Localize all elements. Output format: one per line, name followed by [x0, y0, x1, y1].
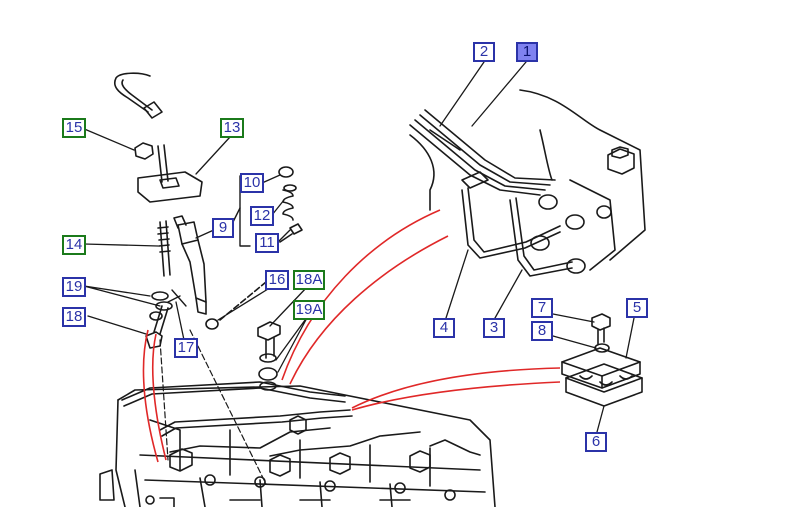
leak-off-pipe: [113, 72, 163, 119]
callout-9[interactable]: 9: [212, 218, 234, 238]
stud: [157, 220, 171, 277]
callout-19[interactable]: 19: [62, 277, 86, 297]
callout-15[interactable]: 15: [62, 118, 86, 138]
washer-10: [278, 166, 294, 178]
callout-18a[interactable]: 18A: [293, 270, 325, 290]
pipe-unions: [530, 194, 612, 274]
highlight-pipe-routes: [142, 209, 561, 463]
callout-17[interactable]: 17: [174, 338, 198, 358]
callout-14[interactable]: 14: [62, 235, 86, 255]
valve-11: [279, 223, 303, 243]
callout-19a[interactable]: 19A: [293, 300, 325, 320]
pipe-clamp-5: [561, 347, 641, 389]
fuel-pipes-lower: [121, 381, 481, 457]
injector: [173, 215, 207, 315]
callout-3[interactable]: 3: [483, 318, 505, 338]
spring-12: [282, 184, 297, 221]
cylinder-head: [99, 385, 496, 507]
callout-7[interactable]: 7: [531, 298, 553, 318]
injector-clamp: [137, 144, 203, 203]
callout-8[interactable]: 8: [531, 321, 553, 341]
callout-18[interactable]: 18: [62, 307, 86, 327]
injection-pump: [409, 89, 646, 271]
pipe-clamp-6: [565, 363, 643, 407]
washers-19a: [258, 353, 278, 391]
callout-11[interactable]: 11: [255, 233, 279, 253]
clamp-screw-7: [591, 313, 611, 345]
fuel-pipe-3: [509, 197, 573, 277]
callout-1[interactable]: 1: [516, 42, 538, 62]
injector-nuts: [169, 415, 431, 477]
callout-5[interactable]: 5: [626, 298, 648, 318]
callout-2[interactable]: 2: [473, 42, 495, 62]
callout-12[interactable]: 12: [250, 206, 274, 226]
callout-4[interactable]: 4: [433, 318, 455, 338]
banjo-bolt-18a: [257, 321, 281, 359]
fuel-pipe-4: [461, 187, 561, 259]
callout-13[interactable]: 13: [220, 118, 244, 138]
washers-19: [149, 291, 173, 321]
callout-10[interactable]: 10: [240, 173, 264, 193]
fuel-pipe-bundle: [409, 109, 556, 196]
callout-6[interactable]: 6: [585, 432, 607, 452]
sealing-washer: [205, 318, 219, 330]
nut: [134, 142, 154, 160]
leader-lines: [81, 61, 635, 433]
callout-16[interactable]: 16: [265, 270, 289, 290]
